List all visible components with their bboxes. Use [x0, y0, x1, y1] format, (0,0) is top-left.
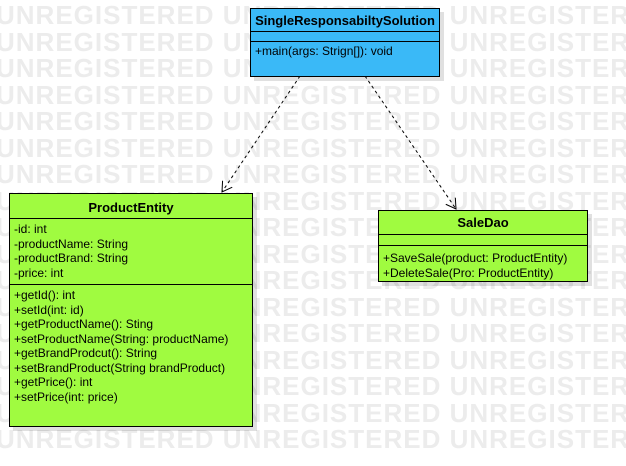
class-product-entity[interactable]: ProductEntity -id: int-productName: Stri…	[9, 193, 253, 427]
member-line: -productBrand: String	[14, 251, 129, 265]
class-name: ProductEntity	[10, 194, 252, 219]
member-line: +SaveSale(product: ProductEntity)	[383, 251, 568, 265]
member-line: +setPrice(int: price)	[14, 389, 118, 404]
attributes-compartment	[251, 32, 439, 42]
attributes-compartment	[379, 235, 587, 246]
class-name: SingleResponsabiltySolution	[251, 9, 439, 32]
dependency-single-to-sale[interactable]	[364, 75, 456, 209]
operations-compartment: +getId(): int+setId(int: id)+getProductN…	[10, 285, 252, 404]
member-line: -productName: String	[14, 236, 129, 251]
member-line: +getBrandProdcut(): String	[14, 346, 158, 360]
member-line: +getPrice(): int	[14, 375, 93, 389]
attributes-compartment: -id: int-productName: String-productBran…	[10, 219, 252, 285]
operations-compartment: +SaveSale(product: ProductEntity)+Delete…	[379, 246, 587, 280]
watermark-text: UNREGISTERED UNREGISTERED UNREGISTERED	[0, 79, 626, 110]
class-sale-dao[interactable]: SaleDao +SaveSale(product: ProductEntity…	[378, 210, 588, 282]
member-line: +setProductName(String: productName)	[14, 331, 229, 346]
member-line: +getId(): int	[14, 288, 76, 302]
class-single-responsability-solution[interactable]: SingleResponsabiltySolution +main(args: …	[250, 8, 440, 77]
class-name: SaleDao	[379, 211, 587, 235]
watermark-text: UNREGISTERED UNREGISTERED UNREGISTERED	[0, 132, 626, 163]
member-line: -price: int	[14, 265, 64, 280]
dependency-single-to-product[interactable]	[222, 75, 301, 192]
member-line: +getProductName(): Sting	[14, 317, 154, 331]
watermark-text: UNREGISTERED UNREGISTERED UNREGISTERED	[0, 424, 626, 454]
watermark-text: UNREGISTERED UNREGISTERED UNREGISTERED	[0, 159, 626, 189]
member-line: +main(args: Strign[]): void	[255, 44, 393, 58]
member-line: +setBrandProduct(String brandProduct)	[14, 360, 226, 375]
watermark-text: UNREGISTERED UNREGISTERED UNREGISTERED	[0, 106, 626, 136]
member-line: -id: int	[14, 222, 47, 236]
member-line: +DeleteSale(Pro: ProductEntity)	[383, 265, 554, 280]
member-line: +setId(int: id)	[14, 302, 84, 317]
operations-compartment: +main(args: Strign[]): void	[251, 42, 439, 59]
